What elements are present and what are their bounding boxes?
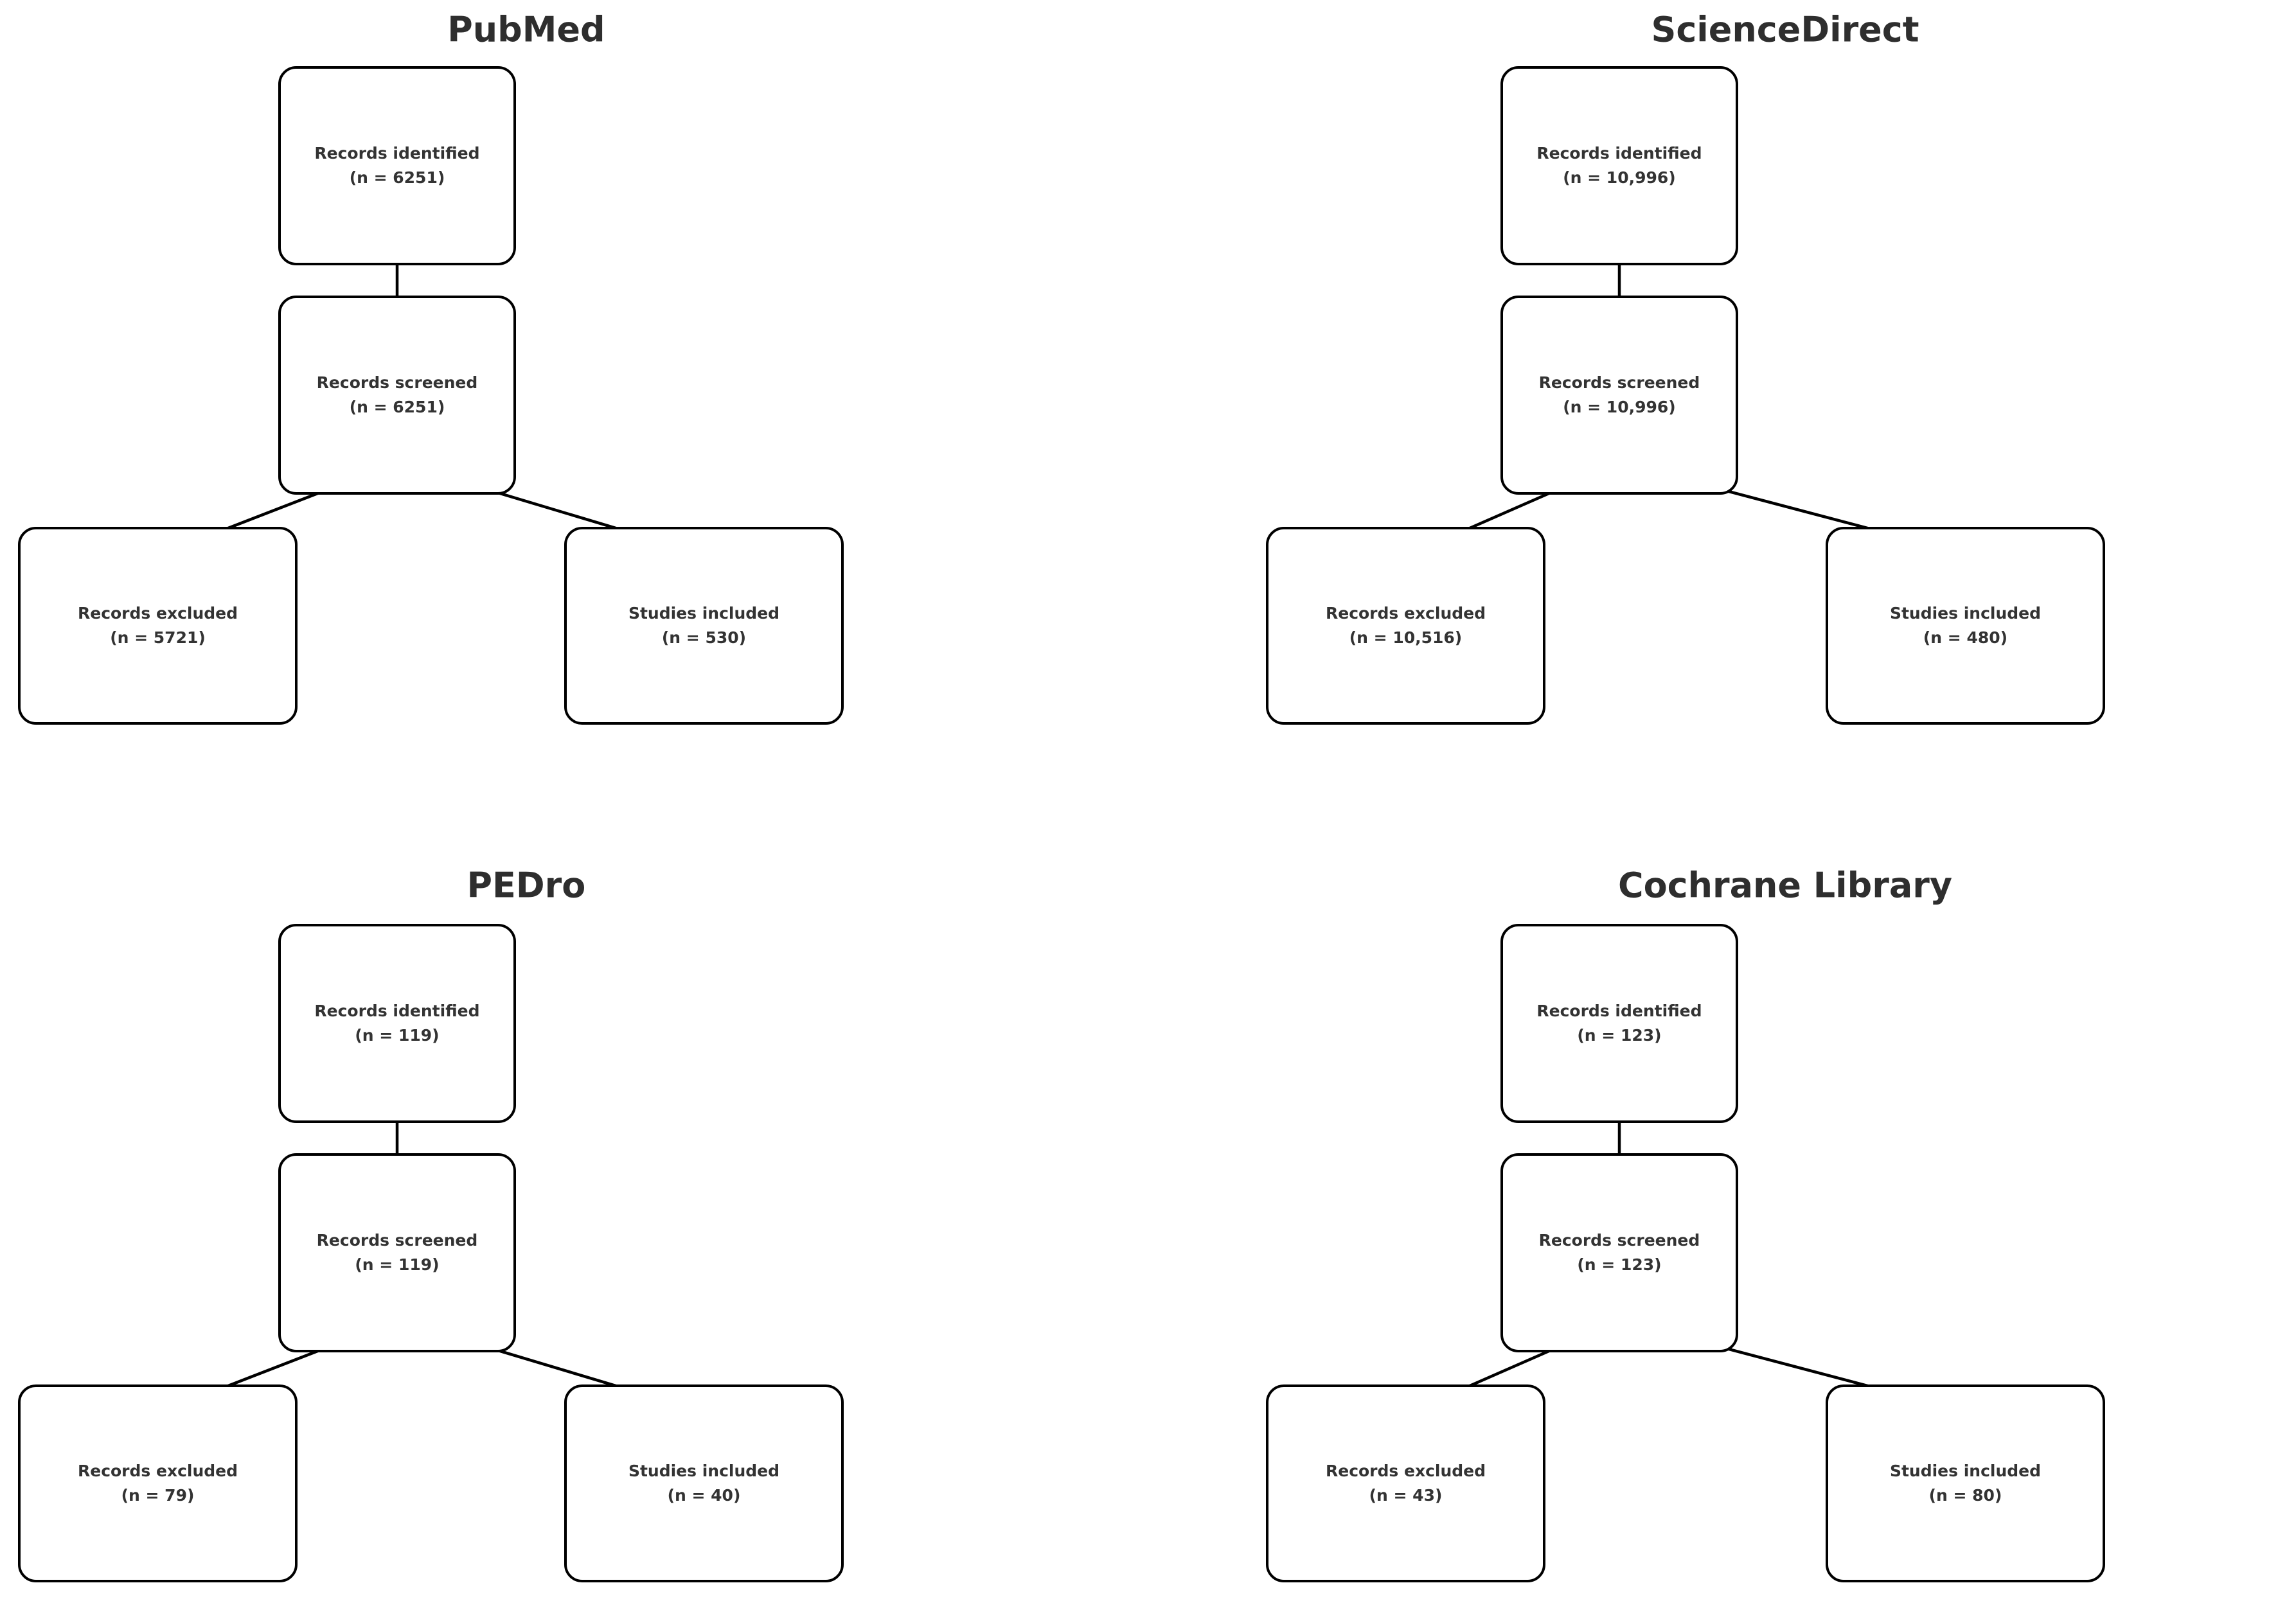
box-label: Records screened bbox=[1538, 373, 1700, 393]
panel-title-pubmed: PubMed bbox=[447, 9, 605, 50]
pedro-records-excluded-box: Records excluded (n = 79) bbox=[18, 1384, 298, 1582]
panel-title-pedro: PEDro bbox=[467, 865, 586, 906]
box-count: (n = 123) bbox=[1577, 1255, 1662, 1274]
box-label: Studies included bbox=[628, 604, 780, 623]
box-count: (n = 5721) bbox=[110, 628, 206, 647]
box-label: Studies included bbox=[1889, 1462, 2042, 1481]
pedro-records-screened-box: Records screened (n = 119) bbox=[278, 1153, 516, 1352]
cochrane-records-identified-box: Records identified (n = 123) bbox=[1500, 923, 1738, 1123]
box-label: Records excluded bbox=[1325, 604, 1486, 623]
box-label: Records screened bbox=[316, 373, 478, 393]
pubmed-records-excluded-box: Records excluded (n = 5721) bbox=[18, 526, 298, 725]
box-label: Records screened bbox=[316, 1231, 478, 1250]
box-label: Records identified bbox=[1536, 144, 1702, 163]
pubmed-records-identified-box: Records identified (n = 6251) bbox=[278, 66, 516, 265]
box-count: (n = 79) bbox=[121, 1485, 195, 1505]
box-label: Records identified bbox=[314, 1002, 480, 1021]
box-label: Studies included bbox=[628, 1462, 780, 1481]
box-label: Records excluded bbox=[77, 1462, 238, 1481]
box-count: (n = 10,516) bbox=[1349, 628, 1463, 647]
box-count: (n = 6251) bbox=[349, 168, 445, 187]
box-count: (n = 123) bbox=[1577, 1025, 1662, 1045]
box-count: (n = 6251) bbox=[349, 397, 445, 416]
box-count: (n = 10,996) bbox=[1563, 168, 1676, 187]
sciencedirect-records-identified-box: Records identified (n = 10,996) bbox=[1500, 66, 1738, 265]
box-count: (n = 10,996) bbox=[1563, 397, 1676, 416]
box-label: Records excluded bbox=[77, 604, 238, 623]
pedro-studies-included-box: Studies included (n = 40) bbox=[564, 1384, 844, 1582]
sciencedirect-studies-included-box: Studies included (n = 480) bbox=[1825, 526, 2105, 725]
box-label: Records screened bbox=[1538, 1231, 1700, 1250]
pedro-records-identified-box: Records identified (n = 119) bbox=[278, 923, 516, 1123]
cochrane-records-screened-box: Records screened (n = 123) bbox=[1500, 1153, 1738, 1352]
box-count: (n = 43) bbox=[1369, 1485, 1443, 1505]
box-count: (n = 40) bbox=[667, 1485, 741, 1505]
box-count: (n = 530) bbox=[661, 628, 747, 647]
pubmed-records-screened-box: Records screened (n = 6251) bbox=[278, 295, 516, 495]
panel-title-sciencedirect: ScienceDirect bbox=[1651, 9, 1919, 50]
panel-title-cochrane: Cochrane Library bbox=[1618, 865, 1952, 906]
cochrane-studies-included-box: Studies included (n = 80) bbox=[1825, 1384, 2105, 1582]
box-label: Records identified bbox=[314, 144, 480, 163]
box-label: Studies included bbox=[1889, 604, 2042, 623]
cochrane-records-excluded-box: Records excluded (n = 43) bbox=[1266, 1384, 1545, 1582]
sciencedirect-records-screened-box: Records screened (n = 10,996) bbox=[1500, 295, 1738, 495]
box-count: (n = 80) bbox=[1928, 1485, 2002, 1505]
sciencedirect-records-excluded-box: Records excluded (n = 10,516) bbox=[1266, 526, 1545, 725]
box-label: Records excluded bbox=[1325, 1462, 1486, 1481]
box-label: Records identified bbox=[1536, 1002, 1702, 1021]
box-count: (n = 119) bbox=[355, 1025, 440, 1045]
box-count: (n = 119) bbox=[355, 1255, 440, 1274]
box-count: (n = 480) bbox=[1923, 628, 2008, 647]
pubmed-studies-included-box: Studies included (n = 530) bbox=[564, 526, 844, 725]
